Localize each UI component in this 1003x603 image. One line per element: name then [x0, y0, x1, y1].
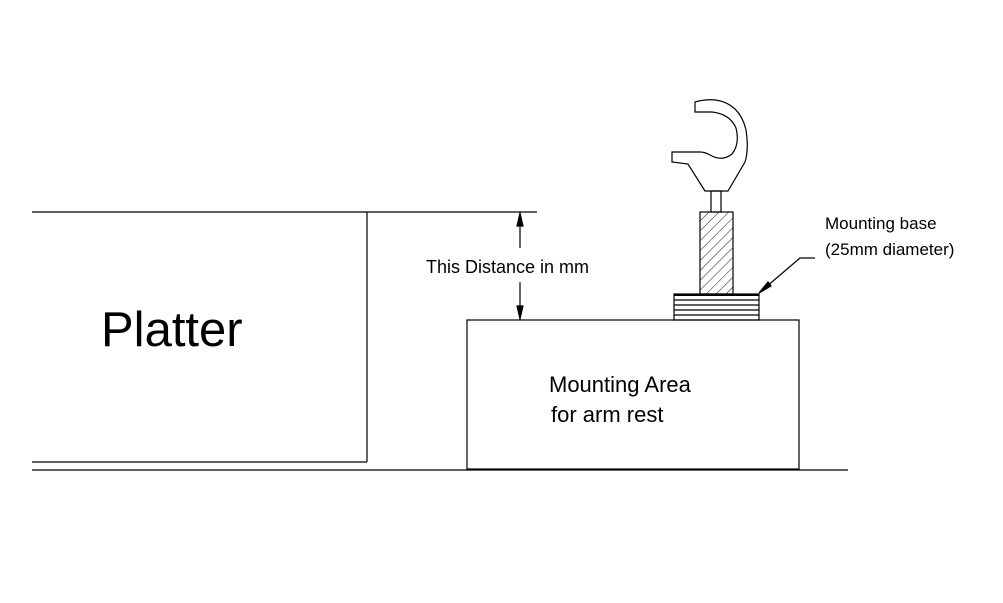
distance-label: This Distance in mm: [426, 257, 590, 277]
platter-outline: [32, 211, 537, 463]
mounting-area-label-line2: for arm rest: [551, 402, 664, 427]
arm-rest-hook: [671, 99, 748, 192]
mounting-area-block: [466, 319, 800, 470]
hatched-post: [699, 211, 734, 295]
platter-label: Platter: [101, 303, 243, 357]
mounting-area-label-line1: Mounting Area: [549, 372, 691, 397]
mounting-base-label-line2: (25mm diameter): [825, 240, 955, 259]
mounting-base: [673, 293, 760, 321]
mounting-base-label-line1: Mounting base: [825, 214, 937, 233]
leader-line: [758, 257, 815, 294]
post-neck: [710, 190, 722, 213]
dimension-arrow: [516, 212, 524, 320]
